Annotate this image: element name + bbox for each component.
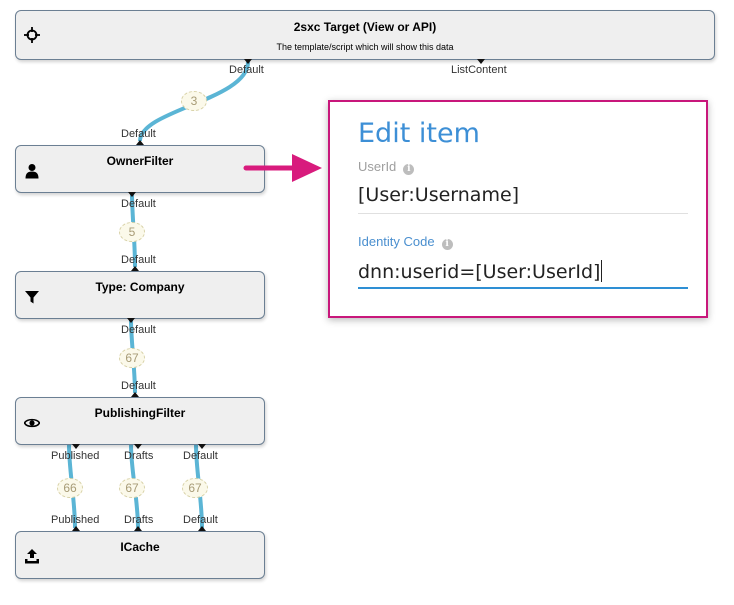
- port-marker[interactable]: [72, 526, 80, 531]
- port-type-in-default[interactable]: Default: [121, 324, 156, 336]
- identity-code-field[interactable]: dnn:userid=[User:UserId]: [358, 260, 688, 283]
- identity-code-value: dnn:userid=[User:UserId]: [358, 261, 601, 283]
- info-icon[interactable]: i: [403, 164, 415, 175]
- port-marker[interactable]: [134, 526, 142, 531]
- port-publishing-out-default[interactable]: Default: [121, 380, 156, 392]
- port-marker[interactable]: [72, 444, 80, 449]
- text-caret: [601, 260, 603, 282]
- upload-icon: [25, 549, 39, 564]
- connection-count-badge: 3: [181, 91, 207, 111]
- port-target-listcontent[interactable]: ListContent: [451, 64, 507, 76]
- node-title: 2sxc Target (View or API): [293, 20, 437, 34]
- port-marker[interactable]: [131, 392, 139, 397]
- node-description: The template/script which will show this…: [276, 42, 454, 52]
- connection-count-badge: 5: [119, 222, 145, 242]
- port-icache-out-drafts[interactable]: Drafts: [124, 514, 154, 526]
- crosshair-icon: [24, 27, 40, 43]
- connection-count-badge: 67: [182, 478, 208, 498]
- info-icon[interactable]: i: [441, 239, 453, 250]
- identity-code-field-underline: [358, 287, 688, 289]
- port-marker[interactable]: [127, 318, 135, 323]
- node-publishing-filter[interactable]: PublishingFilter: [15, 397, 265, 445]
- node-title: OwnerFilter: [106, 154, 174, 168]
- port-target-default[interactable]: Default: [229, 64, 264, 76]
- filter-icon: [25, 291, 39, 304]
- port-marker[interactable]: [136, 140, 144, 145]
- port-marker[interactable]: [198, 444, 206, 449]
- user-icon: [25, 164, 39, 179]
- port-marker[interactable]: [477, 59, 485, 64]
- connection-count-badge: 66: [57, 478, 83, 498]
- port-marker[interactable]: [131, 266, 139, 271]
- eye-icon: [24, 418, 40, 428]
- node-icache[interactable]: ICache: [15, 531, 265, 579]
- port-icache-out-published[interactable]: Published: [51, 514, 100, 526]
- connection-count-badge: 67: [119, 478, 145, 498]
- port-marker[interactable]: [244, 59, 252, 64]
- port-publishing-in-drafts[interactable]: Drafts: [124, 450, 154, 462]
- port-owner-in-default[interactable]: Default: [121, 198, 156, 210]
- field-label-text: UserId: [358, 159, 397, 174]
- node-owner-filter[interactable]: OwnerFilter: [15, 145, 265, 193]
- userid-field-underline: [358, 213, 688, 214]
- port-marker[interactable]: [134, 444, 142, 449]
- userid-field[interactable]: [User:Username]: [358, 184, 520, 206]
- node-title: Type: Company: [95, 280, 185, 294]
- node-type-company[interactable]: Type: Company: [15, 271, 265, 319]
- identity-code-label: Identity Code i: [358, 234, 453, 250]
- port-type-out-default[interactable]: Default: [121, 254, 156, 266]
- port-publishing-in-published[interactable]: Published: [51, 450, 100, 462]
- port-marker[interactable]: [128, 192, 136, 197]
- port-icache-out-default[interactable]: Default: [183, 514, 218, 526]
- node-title: ICache: [120, 540, 160, 554]
- port-marker[interactable]: [198, 526, 206, 531]
- connection-count-badge: 67: [119, 348, 145, 368]
- field-label-text: Identity Code: [358, 234, 435, 249]
- node-target[interactable]: 2sxc Target (View or API) The template/s…: [15, 10, 715, 60]
- port-publishing-in-default[interactable]: Default: [183, 450, 218, 462]
- dialog-title: Edit item: [358, 118, 480, 149]
- node-title: PublishingFilter: [94, 406, 186, 420]
- port-owner-out-default[interactable]: Default: [121, 128, 156, 140]
